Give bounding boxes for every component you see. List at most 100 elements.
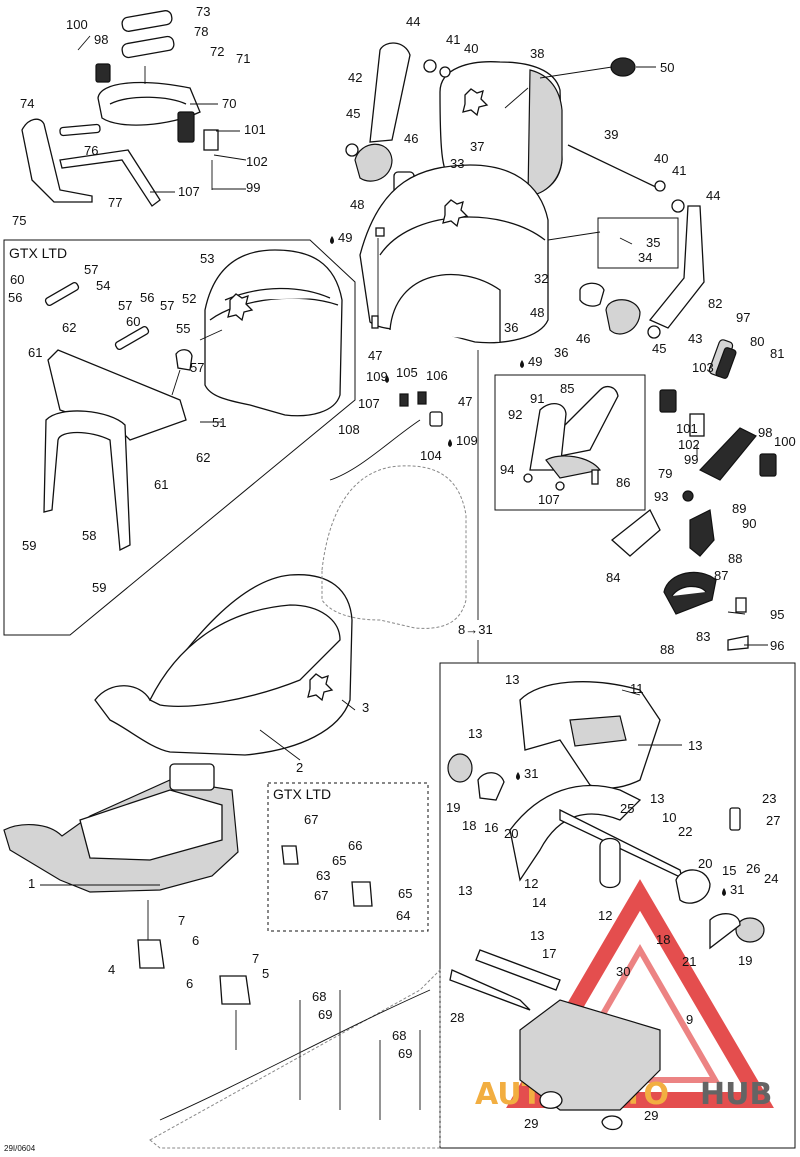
callout-38: 38 (530, 46, 544, 61)
callout-3: 3 (362, 700, 369, 715)
callout-88b: 88 (660, 642, 674, 657)
callout-19a: 19 (446, 800, 460, 815)
callout-46a: 46 (404, 131, 418, 146)
callout-19b: 19 (738, 953, 752, 968)
callout-23: 23 (762, 791, 776, 806)
callout-45a: 45 (346, 106, 360, 121)
callout-101a: 101 (244, 122, 266, 137)
hull-outline (149, 968, 441, 1149)
callout-91: 91 (530, 391, 544, 406)
callout-21: 21 (682, 954, 696, 969)
callout-34: 34 (638, 250, 652, 265)
callout-50: 50 (660, 60, 674, 75)
callout-75: 75 (12, 213, 26, 228)
callout-103: 103 (692, 360, 714, 375)
callout-59a: 59 (22, 538, 36, 553)
droplet-icon (722, 888, 726, 896)
callout-29a: 29 (524, 1116, 538, 1131)
handle-detail-frame (494, 374, 646, 511)
callout-57c: 57 (160, 298, 174, 313)
callout-39: 39 (604, 127, 618, 142)
callout-12b: 12 (598, 908, 612, 923)
callout-107c: 107 (538, 492, 560, 507)
callout-67b: 67 (314, 888, 328, 903)
callout-107b: 107 (358, 396, 380, 411)
callout-77: 77 (108, 195, 122, 210)
seat-base-frame (439, 662, 796, 1149)
callout-13b: 13 (468, 726, 482, 741)
callout-48a: 48 (350, 197, 364, 212)
callout-55: 55 (176, 321, 190, 336)
callout-61b: 61 (154, 477, 168, 492)
callout-31a: 31 (524, 766, 538, 781)
callout-28: 28 (450, 1010, 464, 1025)
callout-13a: 13 (505, 672, 519, 687)
callout-13e: 13 (458, 883, 472, 898)
callout-58: 58 (82, 528, 96, 543)
callout-90: 90 (742, 516, 756, 531)
callout-70: 70 (222, 96, 236, 111)
callout-51: 51 (212, 415, 226, 430)
callout-59b: 59 (92, 580, 106, 595)
callout-98b: 98 (758, 425, 772, 440)
seat-base (3, 763, 373, 1005)
cross-ref-label: 8→31 (458, 622, 493, 637)
callout-18b: 18 (656, 932, 670, 947)
callout-47b: 47 (458, 394, 472, 409)
callout-57d: 57 (190, 360, 204, 375)
harness-108 (329, 391, 443, 481)
callout-94: 94 (500, 462, 514, 477)
callout-9: 9 (686, 1012, 693, 1027)
callout-13f: 13 (530, 928, 544, 943)
callout-7a: 7 (178, 913, 185, 928)
callout-56b: 56 (140, 290, 154, 305)
gtx-ltd-upper-title: GTX LTD (9, 245, 67, 261)
callout-108: 108 (338, 422, 360, 437)
callout-68a: 68 (312, 989, 326, 1004)
callout-26: 26 (746, 861, 760, 876)
callout-4: 4 (108, 962, 115, 977)
callout-72: 72 (210, 44, 224, 59)
callout-11: 11 (630, 681, 644, 696)
callout-74: 74 (20, 96, 34, 111)
callout-107a: 107 (178, 184, 200, 199)
callout-105: 105 (396, 365, 418, 380)
callout-106: 106 (426, 368, 448, 383)
watermark-triangle (506, 879, 774, 1108)
callout-60a: 60 (10, 272, 24, 287)
callout-96: 96 (770, 638, 784, 653)
callout-65a: 65 (332, 853, 346, 868)
callout-13c: 13 (688, 738, 702, 753)
callout-57a: 57 (84, 262, 98, 277)
callout-40a: 40 (464, 41, 478, 56)
callout-17: 17 (542, 946, 556, 961)
callout-65b: 65 (398, 886, 412, 901)
callout-102b: 102 (678, 437, 700, 452)
callout-80: 80 (750, 334, 764, 349)
callout-98a: 98 (94, 32, 108, 47)
callout-76: 76 (84, 143, 98, 158)
callout-40b: 40 (654, 151, 668, 166)
callout-100a: 100 (66, 17, 88, 32)
callout-12a: 12 (524, 876, 538, 891)
callout-88a: 88 (728, 551, 742, 566)
watermark-text-hub: HUB (700, 1077, 772, 1112)
callout-30: 30 (616, 964, 630, 979)
callout-63: 63 (316, 868, 330, 883)
callout-79: 79 (658, 466, 672, 481)
callout-35: 35 (646, 235, 660, 250)
callout-36b: 36 (554, 345, 568, 360)
callout-18a: 18 (462, 818, 476, 833)
callout-33: 33 (450, 156, 464, 171)
callout-73: 73 (196, 4, 210, 19)
callout-62a: 62 (62, 320, 76, 335)
callout-47a: 47 (368, 348, 382, 363)
callout-2: 2 (296, 760, 303, 775)
callout-24: 24 (764, 871, 778, 886)
callout-78: 78 (194, 24, 208, 39)
callout-32: 32 (534, 271, 548, 286)
bolt-detail-frame (597, 217, 679, 269)
callout-97: 97 (736, 310, 750, 325)
callout-10: 10 (662, 810, 676, 825)
callout-57b: 57 (118, 298, 132, 313)
